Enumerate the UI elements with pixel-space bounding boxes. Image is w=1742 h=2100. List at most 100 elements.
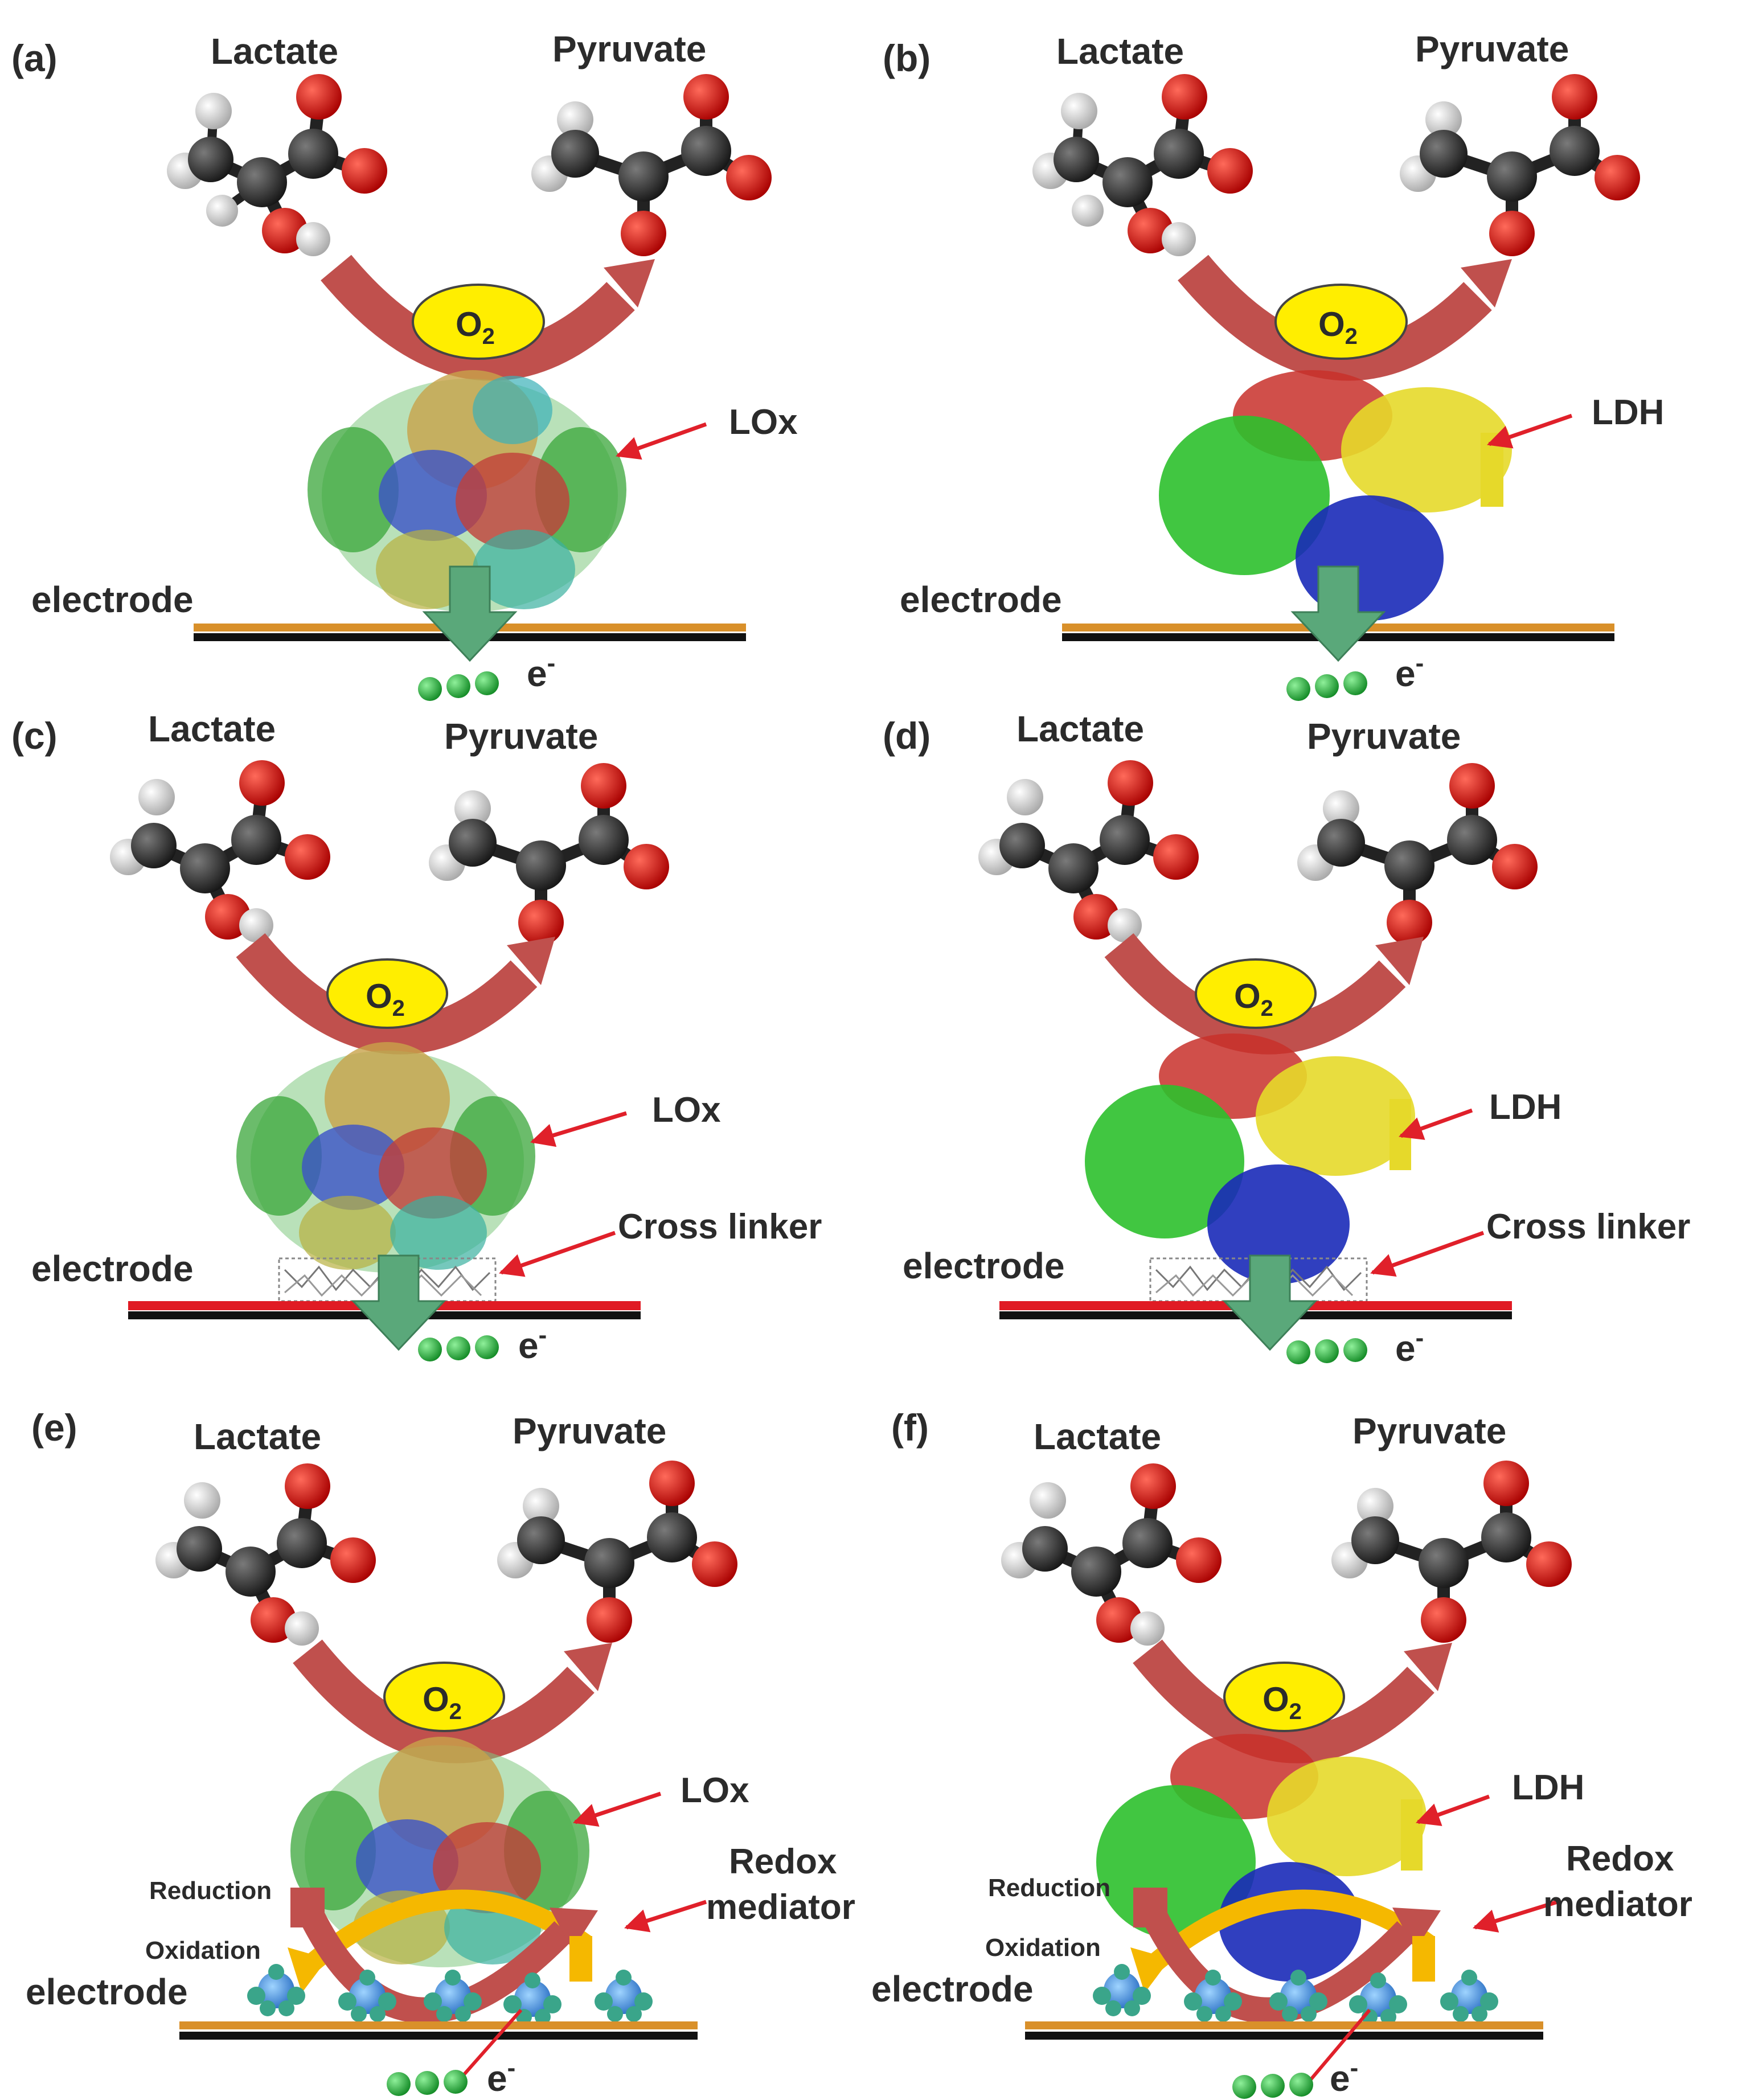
electrode-layer (1025, 2021, 1543, 2029)
mediator-arc-right-tab (569, 1936, 592, 1982)
enzyme-label: LOx (729, 403, 798, 442)
mediator-pointer-arrow (624, 1900, 707, 1933)
pyruvate-molecule (1331, 1461, 1572, 1643)
reduction-label: Reduction (988, 1874, 1110, 1902)
electrode-base (1025, 2032, 1543, 2040)
electron-pointer-arrow (1305, 2009, 1371, 2085)
o2-ellipse (1274, 284, 1408, 360)
reaction-arc-arrow (236, 933, 538, 1055)
panel-d: (d) Lactate Pyruvate (883, 708, 1690, 1369)
mediator-label-line1: Redox (729, 1842, 837, 1881)
panel-letter: (a) (11, 37, 58, 79)
mediator-reaction-arc (1138, 1902, 1416, 2024)
lactate-molecule (978, 760, 1199, 942)
electron-dot (475, 1335, 499, 1359)
reaction-arrowhead (604, 259, 655, 307)
lactate-molecule (110, 760, 330, 942)
reaction-arrowhead (1404, 1643, 1452, 1691)
o2-ellipse (326, 958, 448, 1029)
lactate-molecule (155, 1463, 376, 1646)
electron-dot (1289, 2073, 1313, 2097)
mediator-pointer-arrow (1472, 1900, 1559, 1933)
electron-pointer-arrow (454, 2009, 523, 2085)
panel-letter: (d) (883, 715, 931, 757)
product-label: Pyruvate (1415, 28, 1569, 69)
mediator-arrowhead (550, 1908, 598, 1950)
pyruvate-molecule (429, 763, 669, 945)
panel-letter: (e) (31, 1406, 77, 1449)
reaction-arrowhead (564, 1643, 612, 1691)
electron-dot (1286, 1340, 1310, 1364)
enzyme-pointer-arrow (1487, 413, 1573, 449)
product-label: Pyruvate (444, 716, 598, 757)
mediator-cycle-arc (304, 1889, 593, 1972)
mediator-label-line2: mediator (1543, 1885, 1692, 1924)
o2-label: O2 (423, 1680, 462, 1724)
electron-dot (1343, 1338, 1367, 1362)
mediator-arc-right-tab (1412, 1936, 1435, 1982)
substrate-label: Lactate (148, 708, 276, 749)
electrode-label: electrode (903, 1245, 1065, 1286)
electron-label: e- (527, 649, 555, 694)
reaction-arrowhead (1375, 937, 1424, 985)
enzyme-pointer-arrow (530, 1111, 628, 1147)
o2-ellipse (1223, 1662, 1345, 1732)
lactate-molecule (1001, 1463, 1222, 1646)
lox-enzyme-structure (308, 370, 626, 612)
panel-a: (a) Lactate Pyruvate (11, 28, 798, 701)
crosslinker-pointer-arrow (499, 1231, 616, 1277)
electron-dot (415, 2071, 439, 2095)
reaction-arc-arrow (321, 255, 635, 381)
panel-e: (e) Lactate Pyruvate (26, 1406, 855, 2099)
reaction-arrowhead (507, 937, 555, 985)
o2-ellipse (412, 284, 545, 360)
pyruvate-molecule (497, 1461, 737, 1643)
enzyme-pointer-arrow (1399, 1108, 1473, 1140)
lox-enzyme-structure (236, 1042, 535, 1273)
electron-dot (418, 1338, 442, 1361)
substrate-label: Lactate (1034, 1416, 1161, 1457)
electrode-base (179, 2032, 698, 2040)
o2-label: O2 (1234, 977, 1273, 1021)
crosslinker-label: Cross linker (1486, 1207, 1690, 1246)
mediator-arc-left-tab (290, 1888, 325, 1927)
panel-f: (f) Lactate Pyruvate (871, 1406, 1692, 2099)
electron-dot (1286, 677, 1310, 701)
lactate-molecule (167, 74, 387, 256)
electron-label: e- (1330, 2054, 1358, 2099)
panel-letter: (b) (883, 37, 931, 79)
electron-dot (1261, 2074, 1285, 2098)
enzyme-pointer-arrow (573, 1791, 662, 1827)
electron-dot (1315, 674, 1339, 698)
ldh-enzyme-structure (1096, 1734, 1427, 1982)
o2-ellipse (383, 1662, 505, 1732)
electrode-label: electrode (26, 1971, 188, 2012)
electron-dot (444, 2070, 468, 2094)
oxidation-label: Oxidation (985, 1934, 1101, 1962)
enzyme-label: LDH (1592, 393, 1664, 432)
electron-transfer-arrow (422, 565, 518, 662)
o2-label: O2 (456, 305, 495, 349)
electron-label: e- (487, 2054, 515, 2099)
reaction-arc-arrow (1178, 255, 1492, 381)
product-label: Pyruvate (552, 28, 706, 69)
substrate-label: Lactate (1016, 708, 1144, 749)
reaction-arc-arrow (1104, 933, 1406, 1055)
o2-label: O2 (1318, 305, 1358, 349)
o2-ellipse (1195, 958, 1317, 1029)
product-label: Pyruvate (513, 1410, 666, 1451)
electron-transfer-arrow (1222, 1254, 1318, 1351)
mediator-label-line1: Redox (1566, 1839, 1674, 1878)
oxidation-arrowhead (288, 1947, 327, 1993)
mediator-reaction-arc (296, 1902, 573, 2024)
product-label: Pyruvate (1307, 716, 1461, 757)
panel-b: (b) Lactate Pyruvate (883, 28, 1664, 701)
electron-transfer-arrow (1290, 565, 1386, 662)
electrode-label: electrode (871, 1968, 1034, 2009)
redox-mediator-molecules (247, 1964, 653, 2025)
lactate-molecule (1032, 74, 1253, 256)
electron-dot (446, 1336, 470, 1360)
enzyme-pointer-arrow (1416, 1794, 1490, 1826)
enzyme-label: LDH (1512, 1768, 1584, 1807)
